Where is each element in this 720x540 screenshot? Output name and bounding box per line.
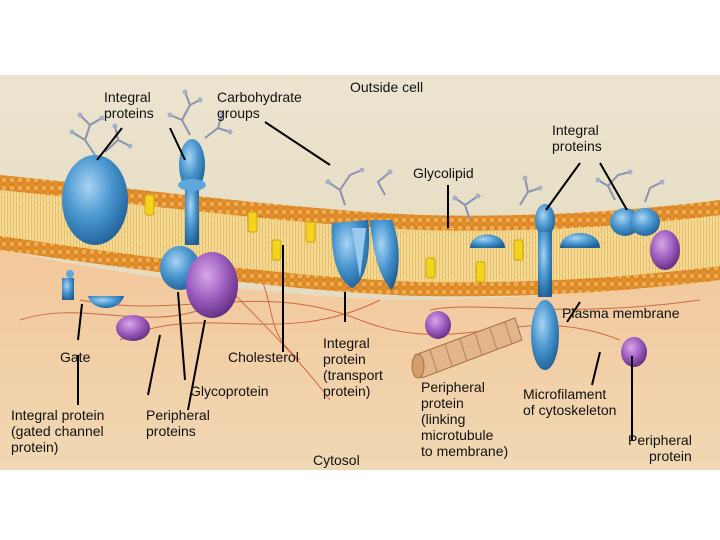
peripheral-protein-linking [425,311,451,339]
label-integral-proteins-left: Integral proteins [104,89,154,121]
membrane-illustration [0,75,720,470]
label-cytosol: Cytosol [313,452,360,468]
label-peripheral-protein-linking: Peripheral protein (linking microtubule … [421,379,509,459]
label-peripheral-protein-right: Peripheral protein [628,432,692,464]
label-plasma-membrane: Plasma membrane [562,305,680,321]
membrane-figure: Integral proteins Carbohydrate groups Ou… [0,75,720,470]
label-carbohydrate-groups: Carbohydrate groups [217,89,302,121]
cholesterol-molecules [144,194,524,283]
label-integral-protein-transport: Integral protein (transport protein) [323,335,383,399]
label-microfilament: Microfilament of cytoskeleton [523,386,617,418]
peripheral-protein-right-membrane [650,230,680,270]
integral-protein-small-2 [560,233,600,248]
label-integral-protein-gated: Integral protein (gated channel protein) [11,407,105,455]
carbohydrate-beads [69,89,665,201]
label-outside-cell: Outside cell [350,79,424,95]
microtubule [411,317,523,379]
transport-protein [331,220,399,290]
label-glycolipid: Glycolipid [413,165,474,181]
integral-protein-small [470,234,505,248]
integral-protein-left [62,155,128,245]
peripheral-protein-large [186,252,238,318]
leader-lines [77,121,633,440]
label-glycoprotein: Glycoprotein [190,383,269,399]
label-peripheral-proteins: Peripheral proteins [146,407,210,439]
label-integral-proteins-right: Integral proteins [552,122,602,154]
label-gate: Gate [60,349,91,365]
glycolipid-protein-column [531,204,559,370]
label-cholesterol: Cholesterol [228,349,299,365]
gated-channel-protein [62,270,124,308]
peripheral-protein-bottom-right [621,337,647,367]
integral-protein-right [610,208,660,236]
peripheral-protein-small-left [116,315,150,341]
